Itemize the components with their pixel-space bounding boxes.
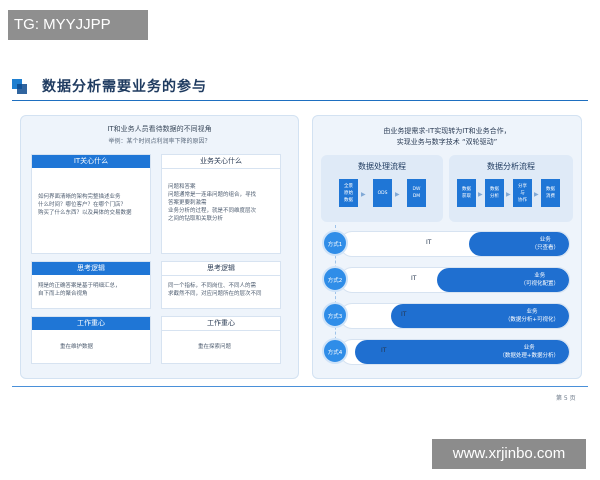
arrow-icon: ▶ bbox=[534, 191, 539, 198]
mode-business-label: 业务 （可视化配置） bbox=[520, 273, 559, 287]
watermark: www.xrjinbo.com bbox=[432, 439, 586, 469]
arrow-icon: ▶ bbox=[361, 191, 366, 198]
arrow-icon: ▶ bbox=[478, 191, 483, 198]
data-analysis-flow-title: 数据分析流程 bbox=[487, 162, 535, 171]
biz-logic-text: 同一个指标，不同岗位、不同人的需 求截然不同，对应问题所在的层次不同 bbox=[168, 283, 262, 297]
mode-it-label: IT bbox=[426, 239, 432, 246]
mode-it-label: IT bbox=[401, 311, 407, 318]
title-divider bbox=[12, 100, 588, 101]
mode-business-fill bbox=[391, 304, 569, 328]
it-logic-header: 思考逻辑 bbox=[32, 262, 150, 275]
mode-circle: 方式1 bbox=[322, 230, 348, 256]
biz-focus-card: 工作重心 重在探索问题 bbox=[161, 316, 281, 364]
it-focus-text: 重在维护数据 bbox=[60, 344, 94, 350]
biz-focus-header: 工作重心 bbox=[162, 317, 280, 331]
title-icon bbox=[12, 79, 27, 94]
data-processing-flow: 数据处理流程 全景 原始 数据 ▶ ODS ▶ DW DM bbox=[321, 155, 443, 222]
left-panel-title: IT和业务人员看待数据的不同视角 bbox=[107, 125, 212, 133]
data-processing-flow-title: 数据处理流程 bbox=[358, 162, 406, 171]
bottom-divider bbox=[12, 386, 588, 387]
flow2-box-acquire: 数据 获取 bbox=[457, 179, 476, 207]
mode-circle: 方式4 bbox=[322, 338, 348, 364]
it-logic-card: 思考逻辑 翔是的正确答案是基于明细汇总， 自下而上的聚合视角 bbox=[31, 261, 151, 309]
page-number: 第 5 页 bbox=[556, 395, 576, 402]
page-title: 数据分析需要业务的参与 bbox=[42, 79, 207, 95]
flow1-box-ods: ODS bbox=[373, 179, 392, 207]
mode-business-label: 业务 （数据处理+数据分析） bbox=[499, 345, 559, 359]
mode-business-fill bbox=[436, 268, 569, 292]
arrow-icon: ▶ bbox=[395, 191, 400, 198]
tag-label: TG: MYYJJPP bbox=[8, 10, 148, 40]
it-focus-card: 工作重心 重在维护数据 bbox=[31, 316, 151, 364]
mode-bar: IT 业务 （数据分析+可视化） bbox=[340, 303, 570, 329]
mode-business-fill bbox=[354, 340, 569, 364]
mode-circle: 方式2 bbox=[322, 266, 348, 292]
it-concern-text: 如何界面清晰的架构完整描述业务 什么时间？哪位客户？在哪个门店？ 购买了什么东西… bbox=[38, 194, 132, 216]
biz-concern-header: 业务关心什么 bbox=[162, 155, 280, 169]
mode-it-label: IT bbox=[411, 275, 417, 282]
mode-it-label: IT bbox=[381, 347, 387, 354]
it-concern-header: IT关心什么 bbox=[32, 155, 150, 168]
mode-bar: IT 业务 （可视化配置） bbox=[340, 267, 570, 293]
mode-business-fill bbox=[468, 232, 569, 256]
mode-bar: IT 业务 （数据处理+数据分析） bbox=[340, 339, 570, 365]
right-panel-title-line1: 由业务提需求-IT实现转为IT和业务合作， bbox=[383, 127, 511, 135]
biz-focus-text: 重在探索问题 bbox=[198, 344, 232, 350]
flow1-box-dwdm: DW DM bbox=[407, 179, 426, 207]
arrow-icon: ▶ bbox=[506, 191, 511, 198]
mode-circle: 方式3 bbox=[322, 302, 348, 328]
flow2-box-analyze: 数据 分析 bbox=[485, 179, 504, 207]
data-analysis-flow: 数据分析流程 数据 获取 ▶ 数据 分析 ▶ 分享 与 协作 ▶ 数据 消费 bbox=[449, 155, 573, 222]
right-panel-title-line2: 实现业务与数字技术 “双轮驱动” bbox=[396, 138, 498, 146]
left-panel: IT和业务人员看待数据的不同视角 举例：某个时间点利润率下降的原因？ IT关心什… bbox=[20, 115, 299, 379]
mode-business-label: 业务 （数据分析+可视化） bbox=[504, 309, 559, 323]
mode-bar: IT 业务 （只查看） bbox=[340, 231, 570, 257]
flow1-box-raw: 全景 原始 数据 bbox=[339, 179, 358, 207]
it-logic-text: 翔是的正确答案是基于明细汇总， 自下而上的聚合视角 bbox=[38, 283, 121, 297]
biz-logic-card: 思考逻辑 同一个指标，不同岗位、不同人的需 求截然不同，对应问题所在的层次不同 bbox=[161, 261, 281, 309]
biz-concern-card: 业务关心什么 问题和答案 问题通常是一连串问题的组合，寻找 答案更要刺激需 业务… bbox=[161, 154, 281, 254]
flow2-box-consume: 数据 消费 bbox=[541, 179, 560, 207]
biz-logic-header: 思考逻辑 bbox=[162, 262, 280, 276]
flow2-box-share: 分享 与 协作 bbox=[513, 179, 532, 207]
mode-business-label: 业务 （只查看） bbox=[531, 237, 559, 251]
it-concern-card: IT关心什么 如何界面清晰的架构完整描述业务 什么时间？哪位客户？在哪个门店？ … bbox=[31, 154, 151, 254]
left-panel-subtitle: 举例：某个时间点利润率下降的原因？ bbox=[108, 138, 211, 145]
it-focus-header: 工作重心 bbox=[32, 317, 150, 330]
biz-concern-text: 问题和答案 问题通常是一连串问题的组合，寻找 答案更要刺激需 业务分析的过程，就… bbox=[168, 184, 257, 222]
